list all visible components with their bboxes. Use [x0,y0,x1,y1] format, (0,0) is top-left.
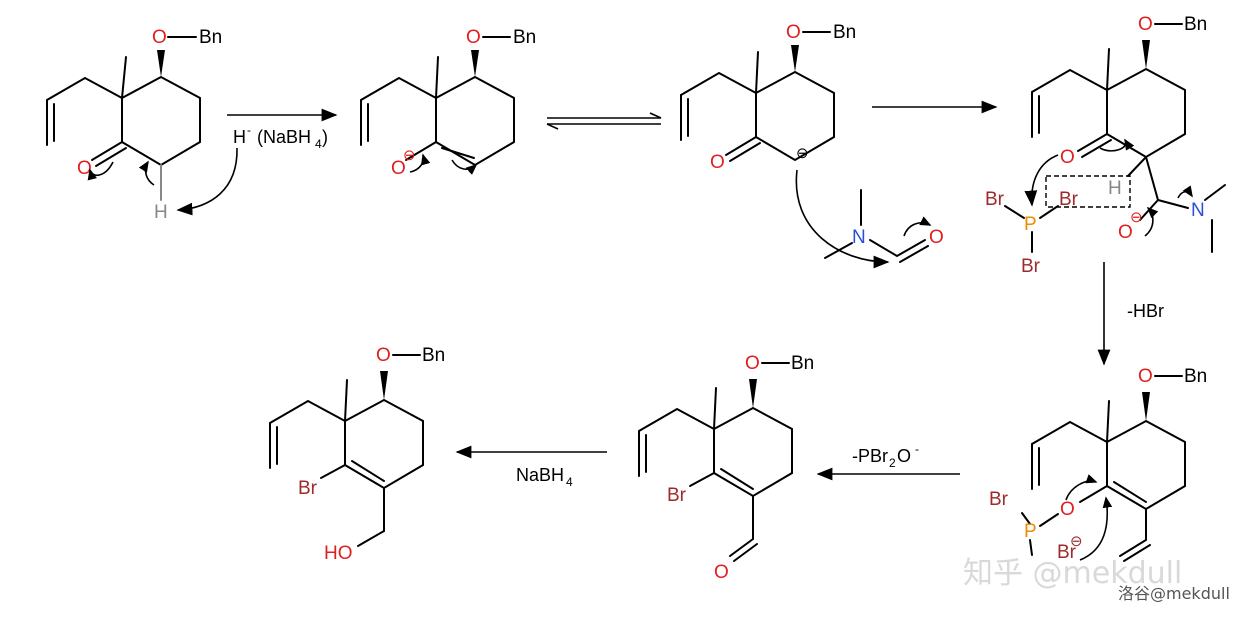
atom-br-5b: Br [1057,542,1077,563]
curved-arrow-4b [1099,138,1135,152]
reagent-pbr2o-charge: - [915,442,919,456]
atom-o-ketone-4: O [1060,147,1075,168]
atom-br-5a: Br [989,489,1009,510]
atom-o-ether-7: O [376,345,391,366]
label-bn-2: Bn [513,27,536,48]
curved-arrow-4a [1024,154,1059,207]
reagent-h: H [233,127,246,147]
atom-o-phosphite-5: O [1060,499,1075,520]
label-bn-7: Bn [422,345,445,366]
molecule-3-carbanion: O Bn O ⊖ [680,22,890,269]
curved-arrow-1a [87,161,114,181]
curved-arrow-dmf [903,216,932,237]
curved-arrow-2a [409,153,431,173]
atom-o-ether-5: O [1138,366,1153,387]
atom-o-ketone-3: O [710,152,725,173]
curved-arrow-3 [795,169,890,269]
atom-p-5: P [1024,521,1037,542]
curved-arrow-4c [1144,206,1159,237]
reagent-pbr2o-o: O [897,446,911,466]
curved-arrow-2b [451,159,478,175]
molecule-1-ketone: O Bn O H [46,27,238,223]
reagent-nabh4-7-sub: 4 [566,475,573,489]
atom-n-4: N [1191,200,1205,221]
atom-o-aldehyde-6: O [714,562,729,583]
atom-o-alkoxide-4: O [1118,222,1133,243]
molecule-7-alcohol: O Bn Br HO [269,345,445,564]
charge-minus-5: ⊖ [1070,533,1083,550]
charge-minus-4: ⊖ [1130,209,1143,226]
molecule-dmf: N O [824,189,944,263]
curved-arrow-1b [138,160,155,186]
atom-p-4: P [1024,214,1037,235]
charge-minus-3: ⊖ [796,145,809,162]
reagent-nabh4-7: NaBH [516,465,564,485]
molecule-5-iminium: O Bn O P Br Br ⊖ [989,366,1207,563]
label-bn-4: Bn [1184,14,1207,35]
atom-oh-7: HO [324,543,353,564]
molecule-2-enolate: O Bn O ⊖ [360,27,536,179]
atom-h-1: H [154,202,168,223]
reagent-pbr2o-sub: 2 [889,456,896,470]
label-bn-5: Bn [1184,366,1207,387]
curved-arrow-4d [1177,185,1193,199]
atom-o-dmf: O [929,227,944,248]
reagent-nabh4: (NaBH [257,127,311,147]
reagent-nabh4-close: ) [322,127,328,147]
reagent-hbr: -HBr [1127,301,1164,321]
atom-h-4: H [1108,178,1122,199]
atom-o-ether-2: O [466,27,481,48]
label-bn-6: Bn [791,353,814,374]
atom-o-ether-3: O [786,22,801,43]
atom-br-4b: Br [1059,189,1079,210]
watermark-sub: 洛谷@mekdull [1118,584,1230,603]
atom-o-ether-6: O [745,353,760,374]
curved-arrow-5a [1065,474,1098,501]
reagent-nabh4-sub: 4 [315,137,322,151]
reagent-h-charge: - [247,123,251,137]
watermark-main: 知乎 @mekdull [963,556,1182,591]
atom-br-4c: Br [1021,256,1041,277]
charge-minus-2: ⊖ [403,147,416,164]
label-bn-3: Bn [833,22,856,43]
atom-n-dmf: N [852,227,866,248]
reagent-pbr2o: -PBr [852,446,888,466]
molecule-4-adduct: O Bn O N O ⊖ H P Br Br Br [985,14,1226,277]
atom-br-7: Br [298,478,318,499]
curved-arrow-1c [176,147,238,216]
atom-br-4a: Br [985,189,1005,210]
curved-arrow-5b [1079,496,1113,561]
molecule-6-bromoenal: O Bn Br O [638,353,814,583]
atom-o-enolate-2: O [391,158,406,179]
atom-o-ether-4: O [1138,14,1153,35]
label-bn-1: Bn [199,27,222,48]
atom-o-ketone-1: O [77,158,92,179]
atom-br-6: Br [667,485,687,506]
atom-o-ether-1: O [152,27,167,48]
h-highlight-box [1045,175,1131,208]
